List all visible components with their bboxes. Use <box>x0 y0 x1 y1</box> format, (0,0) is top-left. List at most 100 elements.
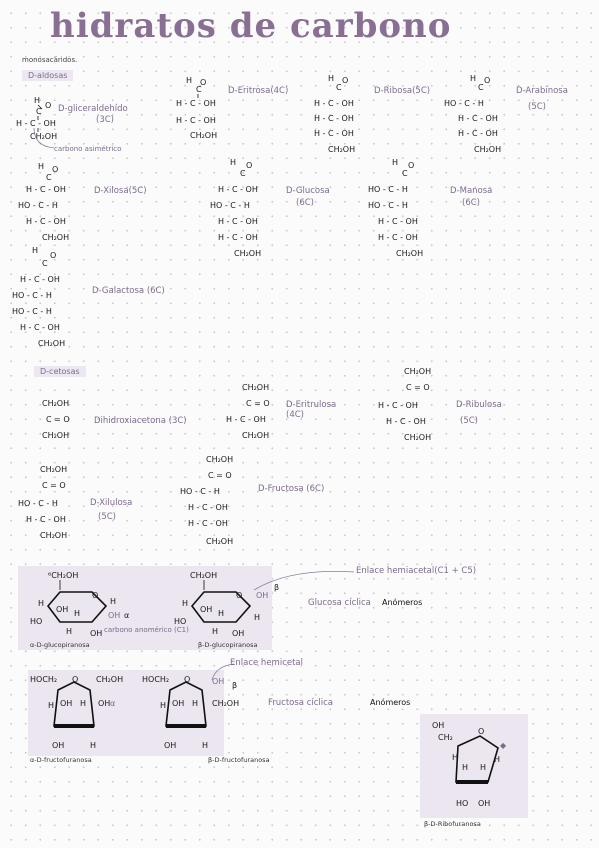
svg-text:β: β <box>232 681 237 690</box>
svg-text:H: H <box>462 763 468 772</box>
label-gliceraldehido-carbons: (3C) <box>96 115 114 125</box>
svg-text:C = O: C = O <box>208 471 232 480</box>
structure-ribulosa: CH₂OH C = O H - C - OH H - C - OH CH₂OH <box>378 366 448 446</box>
svg-text:O: O <box>50 251 56 260</box>
structure-fructosa: CH₂OH C = O HO - C - H H - C - OH H - C … <box>180 454 256 552</box>
svg-text:C = O: C = O <box>246 399 270 408</box>
label-alpha-glucopiranosa: α-D-glucopiranosa <box>30 641 90 649</box>
svg-text:CH₂OH: CH₂OH <box>404 367 431 376</box>
svg-text:O: O <box>92 591 98 600</box>
svg-text:C: C <box>36 107 42 116</box>
label-ribosa: D-Ribosa(5C) <box>374 86 431 96</box>
svg-text:OH: OH <box>200 605 212 614</box>
svg-text:C: C <box>42 259 48 268</box>
note-carbono-asimetrico: carbono asimétrico <box>54 145 122 153</box>
svg-text:HO - C - H: HO - C - H <box>368 185 408 194</box>
svg-text:H - C - OH: H - C - OH <box>188 503 228 512</box>
svg-text:CH₂OH: CH₂OH <box>396 249 423 258</box>
label-galactosa: D-Galactosa (6C) <box>92 286 165 296</box>
svg-text:HO - C - H: HO - C - H <box>368 201 408 210</box>
svg-text:H - C - OH: H - C - OH <box>458 129 498 138</box>
svg-text:H - C - OH: H - C - OH <box>26 217 66 226</box>
svg-text:C: C <box>46 173 52 182</box>
svg-text:H - C - OH: H - C - OH <box>218 185 258 194</box>
label-anomeros-glucosa: Anómeros <box>382 598 423 607</box>
structure-beta-glucopiranosa: CH₂OH O H HO OH H H OH OH β H <box>170 568 280 650</box>
label-fructosa-ciclica: Fructosa cíclica <box>268 698 334 708</box>
svg-text:H - C - OH: H - C - OH <box>386 417 426 426</box>
svg-text:HO: HO <box>30 617 42 626</box>
label-eritrulosa-carbons: (4C) <box>286 410 304 420</box>
label-eritrosa: D-Eritrosa(4C) <box>228 86 289 96</box>
svg-text:HO - C - H: HO - C - H <box>12 307 52 316</box>
svg-text:H: H <box>254 613 260 622</box>
label-gliceraldehido: D-gliceraldehído <box>58 104 128 114</box>
label-arabinosa-carbons: (5C) <box>528 102 546 112</box>
svg-text:CH₂OH: CH₂OH <box>328 145 355 154</box>
svg-text:HO - C - H: HO - C - H <box>18 499 58 508</box>
label-enlace-hemicetal: Enlace hemicetal <box>230 658 303 668</box>
svg-text:OH: OH <box>212 677 224 686</box>
svg-text:C = O: C = O <box>406 383 430 392</box>
svg-text:O: O <box>342 76 348 85</box>
svg-text:CH₂OH: CH₂OH <box>190 571 217 580</box>
svg-text:OH: OH <box>256 591 268 600</box>
svg-text:O: O <box>246 161 252 170</box>
svg-text:β: β <box>274 583 279 592</box>
svg-text:α: α <box>124 611 129 620</box>
label-enlace-hemiacetal: Enlace hemiacetal(C1 + C5) <box>356 566 477 576</box>
note-carbono-anomerico: carbono anomérico (C1) <box>104 626 189 634</box>
svg-text:C = O: C = O <box>42 481 66 490</box>
arrow-enlace-hemiacetal <box>253 571 355 591</box>
svg-text:CH₂OH: CH₂OH <box>42 431 69 440</box>
svg-text:CH₂OH: CH₂OH <box>42 233 69 242</box>
svg-text:O: O <box>52 165 58 174</box>
svg-text:H: H <box>32 246 38 255</box>
svg-text:H: H <box>186 76 192 85</box>
structure-alpha-fructofuranosa: HOCH₂ CH₂OH O H OH H OH α OH H <box>30 672 130 758</box>
svg-text:H: H <box>66 627 72 636</box>
svg-text:HO - C - H: HO - C - H <box>18 201 58 210</box>
svg-text:H - C - OH: H - C - OH <box>188 519 228 528</box>
svg-text:CH₂OH: CH₂OH <box>42 399 69 408</box>
svg-text:H: H <box>218 609 224 618</box>
svg-text:CH₂OH: CH₂OH <box>474 145 501 154</box>
svg-text:C: C <box>402 169 408 178</box>
label-fructosa: D-Fructosa (6C) <box>258 484 325 494</box>
svg-text:◆: ◆ <box>500 741 507 750</box>
svg-text:C = O: C = O <box>46 415 70 424</box>
svg-text:CH₂OH: CH₂OH <box>234 249 261 258</box>
svg-text:CH₂OH: CH₂OH <box>190 131 217 140</box>
label-ribulosa: D-Ribulosa <box>456 400 502 410</box>
svg-text:H: H <box>38 599 44 608</box>
svg-text:HO - C - H: HO - C - H <box>12 291 52 300</box>
svg-text:OH: OH <box>172 699 184 708</box>
svg-text:H: H <box>182 599 188 608</box>
svg-text:H: H <box>160 701 166 710</box>
svg-text:H - C - OH: H - C - OH <box>20 323 60 332</box>
svg-text:H - C - OH: H - C - OH <box>16 119 56 128</box>
svg-text:H: H <box>494 755 500 764</box>
svg-text:α: α <box>110 699 115 708</box>
svg-text:H: H <box>392 158 398 167</box>
svg-text:HO - C - H: HO - C - H <box>444 99 484 108</box>
svg-text:HO: HO <box>174 617 186 626</box>
structure-beta-ribofuranosa: OH CH₂ O ◆ H H H H HO OH <box>428 718 528 818</box>
label-ribulosa-carbons: (5C) <box>460 416 478 426</box>
structure-dihidroxiacetona: CH₂OH C = O CH₂OH <box>40 398 100 446</box>
svg-text:H: H <box>74 609 80 618</box>
svg-text:OH: OH <box>60 699 72 708</box>
svg-text:CH₂OH: CH₂OH <box>212 699 239 708</box>
svg-text:H: H <box>38 162 44 171</box>
svg-text:H - C - OH: H - C - OH <box>26 185 66 194</box>
label-arabinosa: D-Arabinosa <box>516 86 568 96</box>
arrow-enlace-hemicetal <box>211 663 235 681</box>
svg-text:OH: OH <box>98 699 110 708</box>
svg-text:H - C - OH: H - C - OH <box>314 114 354 123</box>
svg-text:HO: HO <box>456 799 468 808</box>
